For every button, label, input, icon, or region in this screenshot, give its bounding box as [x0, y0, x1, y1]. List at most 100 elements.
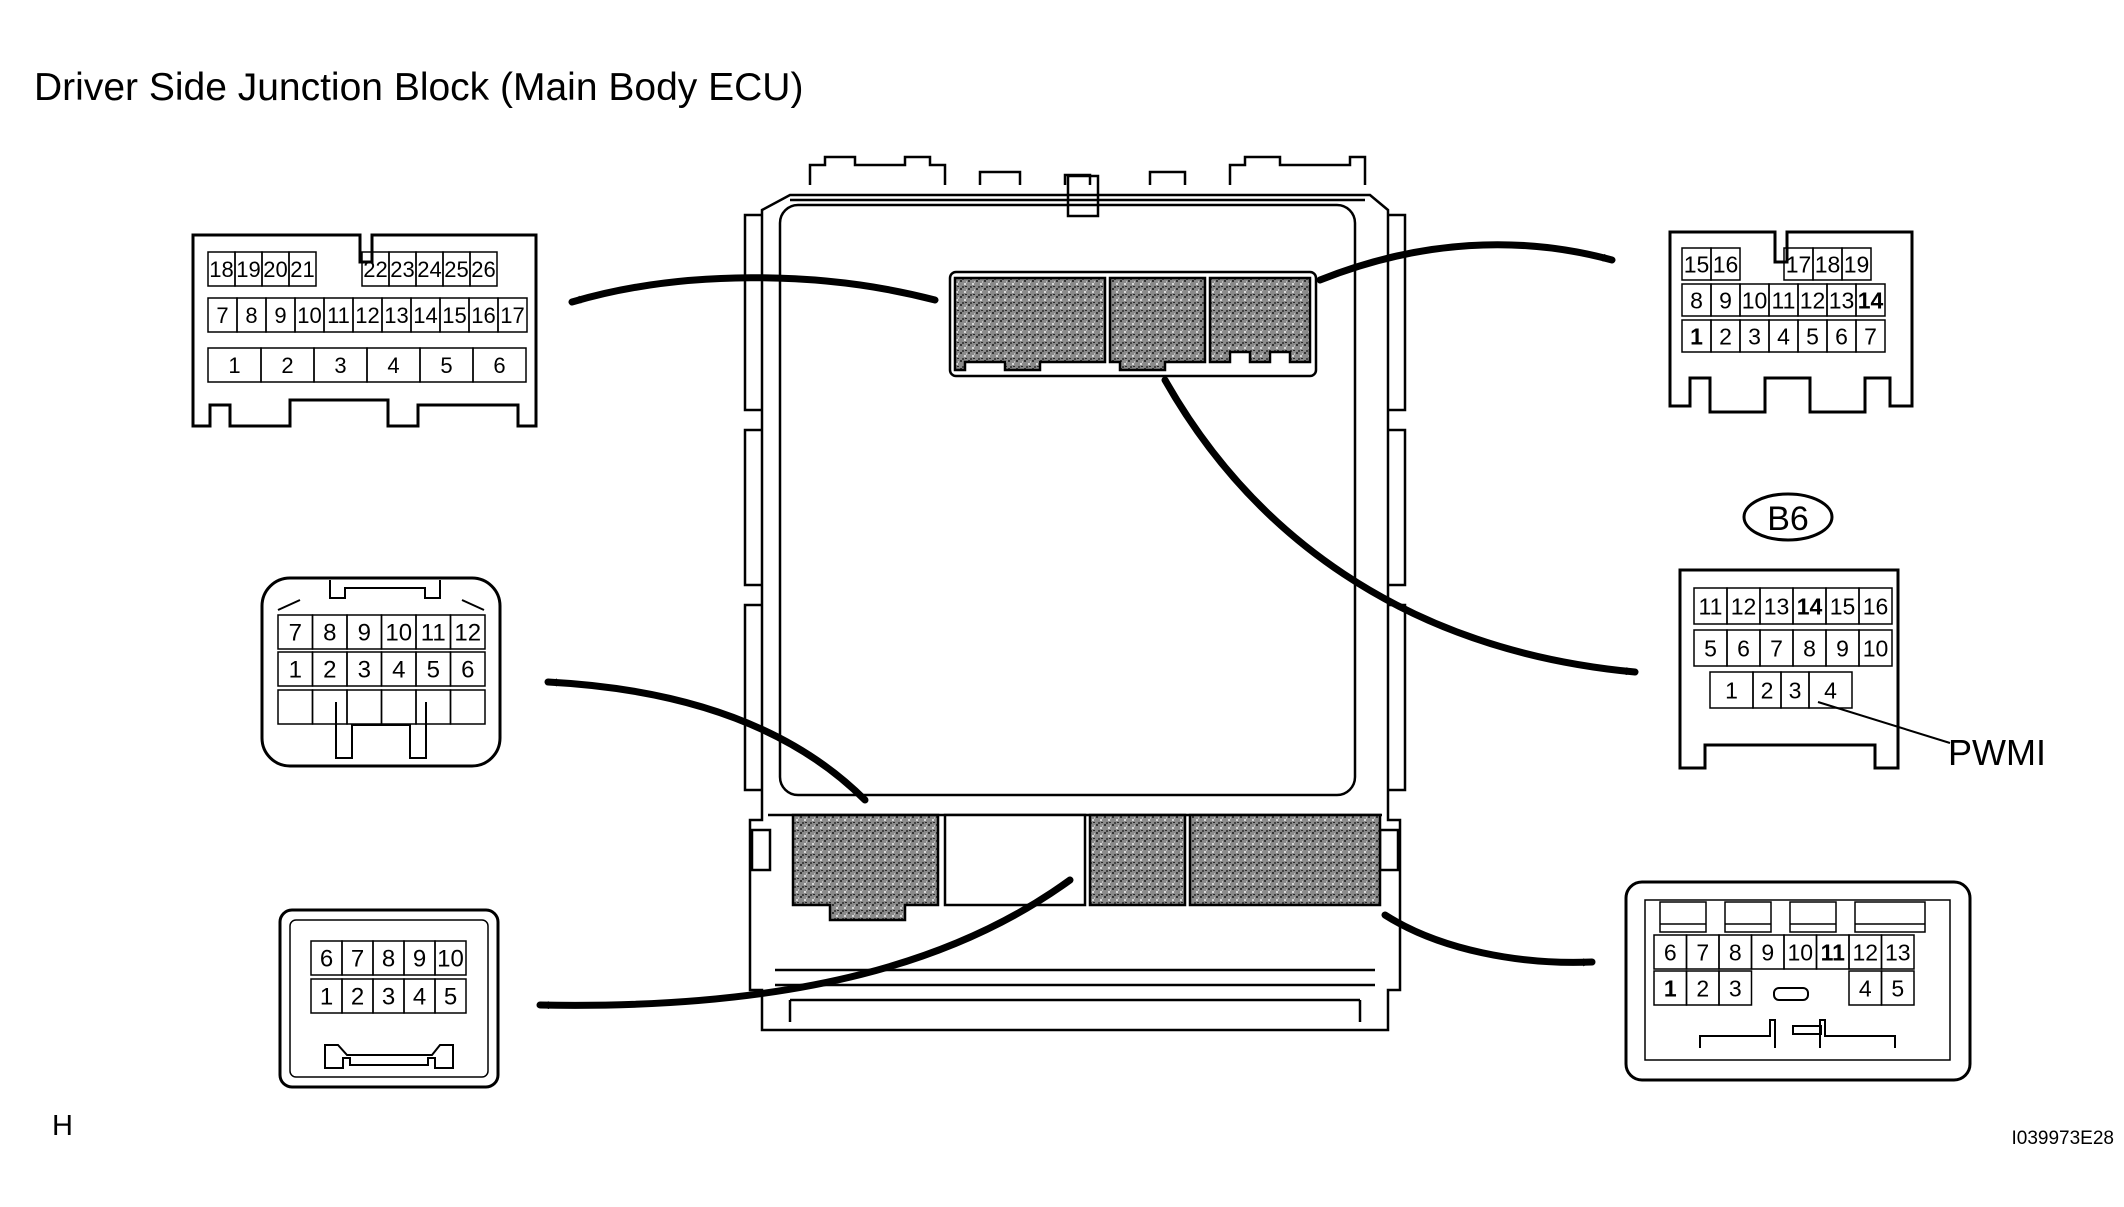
top-right-pin-label: 6: [1835, 323, 1848, 349]
top-right-pin-label: 18: [1815, 251, 1841, 277]
arrow-to-mid-left-connector: [544, 678, 869, 804]
bottom-left-pin-label: 1: [320, 984, 333, 1011]
mid-left-empty-cell: [380, 689, 417, 725]
bottom-right-pin-label: 7: [1696, 939, 1709, 965]
mid-left-empty-cell: [277, 689, 314, 725]
bottom-right-pin-label: 2: [1696, 975, 1709, 1001]
bottom-right-cell: [1880, 970, 1915, 1006]
mid-left-pin-label: 1: [289, 657, 302, 684]
arrow-to-bottom-left-connector: [536, 876, 1074, 1010]
top-right-pin-label: 19: [1844, 251, 1870, 277]
top-left-pin-label: 15: [442, 303, 466, 328]
top-left-pin-label: 23: [390, 257, 414, 282]
b6-pin-label: 13: [1764, 593, 1790, 619]
bottom-right-pin-label: 13: [1885, 939, 1911, 965]
bottom-right-pin-label: 11: [1821, 939, 1846, 965]
top-left-pin-label: 17: [500, 303, 524, 328]
bottom-right-tab: [1789, 901, 1837, 933]
mid-left-pin-label: 9: [358, 620, 371, 647]
b6-pin-label: 9: [1836, 635, 1849, 661]
top-right-pin-label: 1: [1690, 323, 1703, 349]
top-left-pin-label: 12: [355, 303, 379, 328]
b6-badge-label: B6: [1767, 500, 1809, 538]
b6-cell: [1858, 629, 1893, 667]
mid-left-pin-label: 12: [454, 620, 481, 647]
top-right-pin-label: 10: [1742, 287, 1768, 313]
arrow-to-top-left-connector: [568, 274, 939, 306]
arrow-to-top-right-connector: [1316, 241, 1616, 284]
figure-id: I039973E28: [2011, 1128, 2115, 1149]
bottom-right-pin-label: 6: [1664, 939, 1677, 965]
top-right-pin-label: 12: [1800, 287, 1826, 313]
bottom-left-pin-label: 2: [351, 984, 364, 1011]
top-right-pin-label: 7: [1864, 323, 1877, 349]
bottom-left-pin-label: 8: [382, 946, 395, 973]
top-right-pin-label: 14: [1858, 287, 1884, 313]
top-right-cell: [1855, 319, 1886, 353]
top-left-cell: [469, 251, 498, 287]
bottom-left-cell: [434, 940, 467, 976]
top-right-pin-label: 8: [1690, 287, 1703, 313]
top-right-cell: [1855, 283, 1886, 317]
bottom-right-pin-label: 1: [1664, 975, 1677, 1001]
bottom-left-pin-label: 5: [444, 984, 457, 1011]
mid-left-pin-label: 11: [421, 620, 446, 647]
arrow-to-bottom-right-connector: [1381, 911, 1596, 967]
b6-pin-label: 16: [1863, 593, 1889, 619]
top-left-pin-label: 18: [209, 257, 233, 282]
b6-cell: [1858, 587, 1893, 625]
mid-left-pin-label: 5: [427, 657, 440, 684]
mid-left-pin-label: 10: [385, 620, 412, 647]
mid-left-empty-cell: [415, 689, 452, 725]
top-right-pin-label: 3: [1748, 323, 1761, 349]
top-left-pin-label: 25: [444, 257, 468, 282]
top-left-pin-label: 7: [216, 303, 228, 328]
mid-left-pin-label: 4: [392, 657, 405, 684]
top-left-pin-label: 6: [493, 353, 505, 378]
mid-left-pin-label: 6: [461, 657, 474, 684]
arrow-to-b6-connector: [1161, 376, 1639, 676]
top-left-pin-label: 1: [228, 353, 240, 378]
bottom-left-pin-label: 4: [413, 984, 426, 1011]
mid-left-cell: [449, 651, 486, 687]
bottom-left-pin-label: 7: [351, 946, 364, 973]
bottom-right-pin-label: 8: [1729, 939, 1742, 965]
block-sockets: [791, 270, 1382, 922]
junction-block-body: [743, 155, 1407, 1032]
top-left-pin-label: 11: [327, 303, 350, 328]
top-left-pin-label: 3: [334, 353, 346, 378]
top-left-pin-label: 2: [281, 353, 293, 378]
callout-arrows: [536, 241, 1639, 1010]
bottom-right-pin-label: 3: [1729, 975, 1742, 1001]
top-right-pin-label: 2: [1719, 323, 1732, 349]
top-left-pin-label: 21: [290, 257, 314, 282]
bottom-left-pin-label: 3: [382, 984, 395, 1011]
bottom-right-tab: [1659, 901, 1707, 933]
b6-pin-label: 11: [1699, 593, 1723, 619]
b6-pin-label: 5: [1704, 635, 1717, 661]
b6-pin-label: 4: [1824, 677, 1837, 703]
bottom-left-pin-label: 10: [437, 946, 464, 973]
top-right-cell: [1841, 247, 1872, 281]
bottom-right-cell: [1718, 970, 1753, 1006]
page-title: Driver Side Junction Block (Main Body EC…: [34, 66, 804, 109]
top-left-pin-label: 4: [387, 353, 399, 378]
top-right-pin-label: 11: [1772, 287, 1796, 313]
bottom-right-pin-label: 10: [1787, 939, 1813, 965]
top-left-pin-label: 8: [245, 303, 257, 328]
bottom-right-pin-label: 12: [1852, 939, 1878, 965]
bottom-right-tab: [1724, 901, 1772, 933]
bottom-left-pin-label: 6: [320, 946, 333, 973]
top-left-pin-label: 14: [413, 303, 437, 328]
top-left-pin-label: 9: [274, 303, 286, 328]
top-left-cell: [288, 251, 317, 287]
top-left-pin-label: 5: [440, 353, 452, 378]
b6-pin-label: 15: [1830, 593, 1856, 619]
top-right-pin-label: 13: [1829, 287, 1855, 313]
